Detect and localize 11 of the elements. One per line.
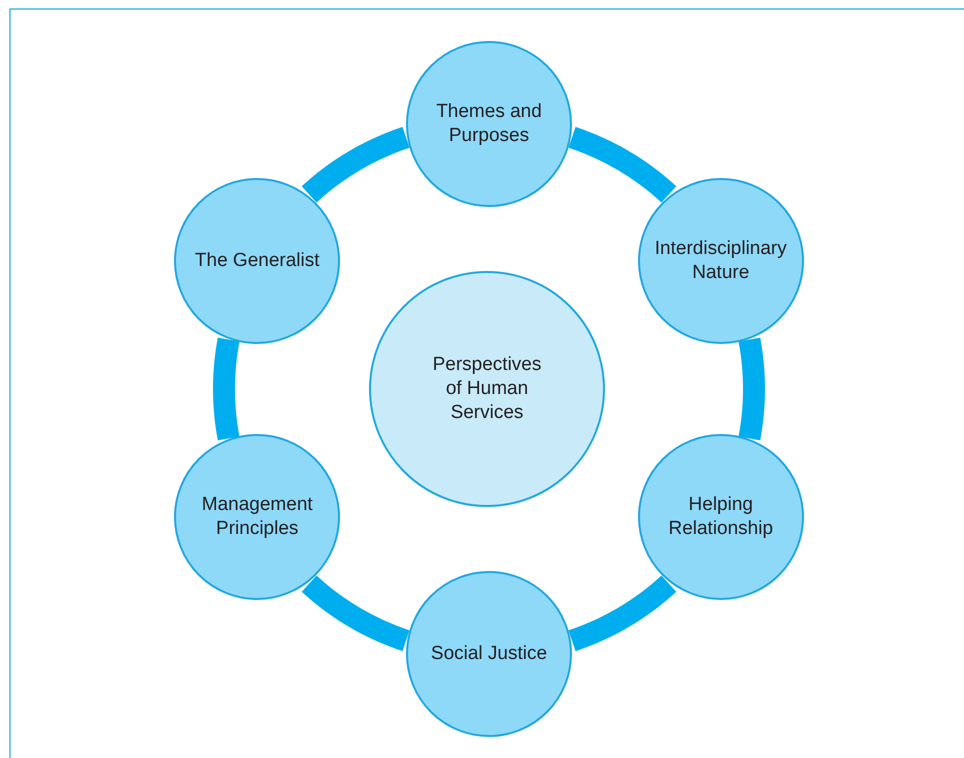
node-label: Social Justice bbox=[430, 642, 548, 666]
node-label: The Generalist bbox=[194, 248, 320, 273]
ring-connector bbox=[566, 575, 676, 652]
node-label: Interdisciplinary Nature bbox=[654, 236, 788, 285]
ring-connector bbox=[302, 575, 412, 652]
node-label: Helping Relationship bbox=[667, 493, 774, 542]
node-label: Management Principles bbox=[200, 493, 314, 542]
ring-connector bbox=[302, 126, 412, 203]
node-label: Perspectives of Human Services bbox=[432, 353, 542, 425]
node-label: Themes and Purposes bbox=[435, 100, 543, 148]
ring-connector bbox=[566, 126, 676, 203]
